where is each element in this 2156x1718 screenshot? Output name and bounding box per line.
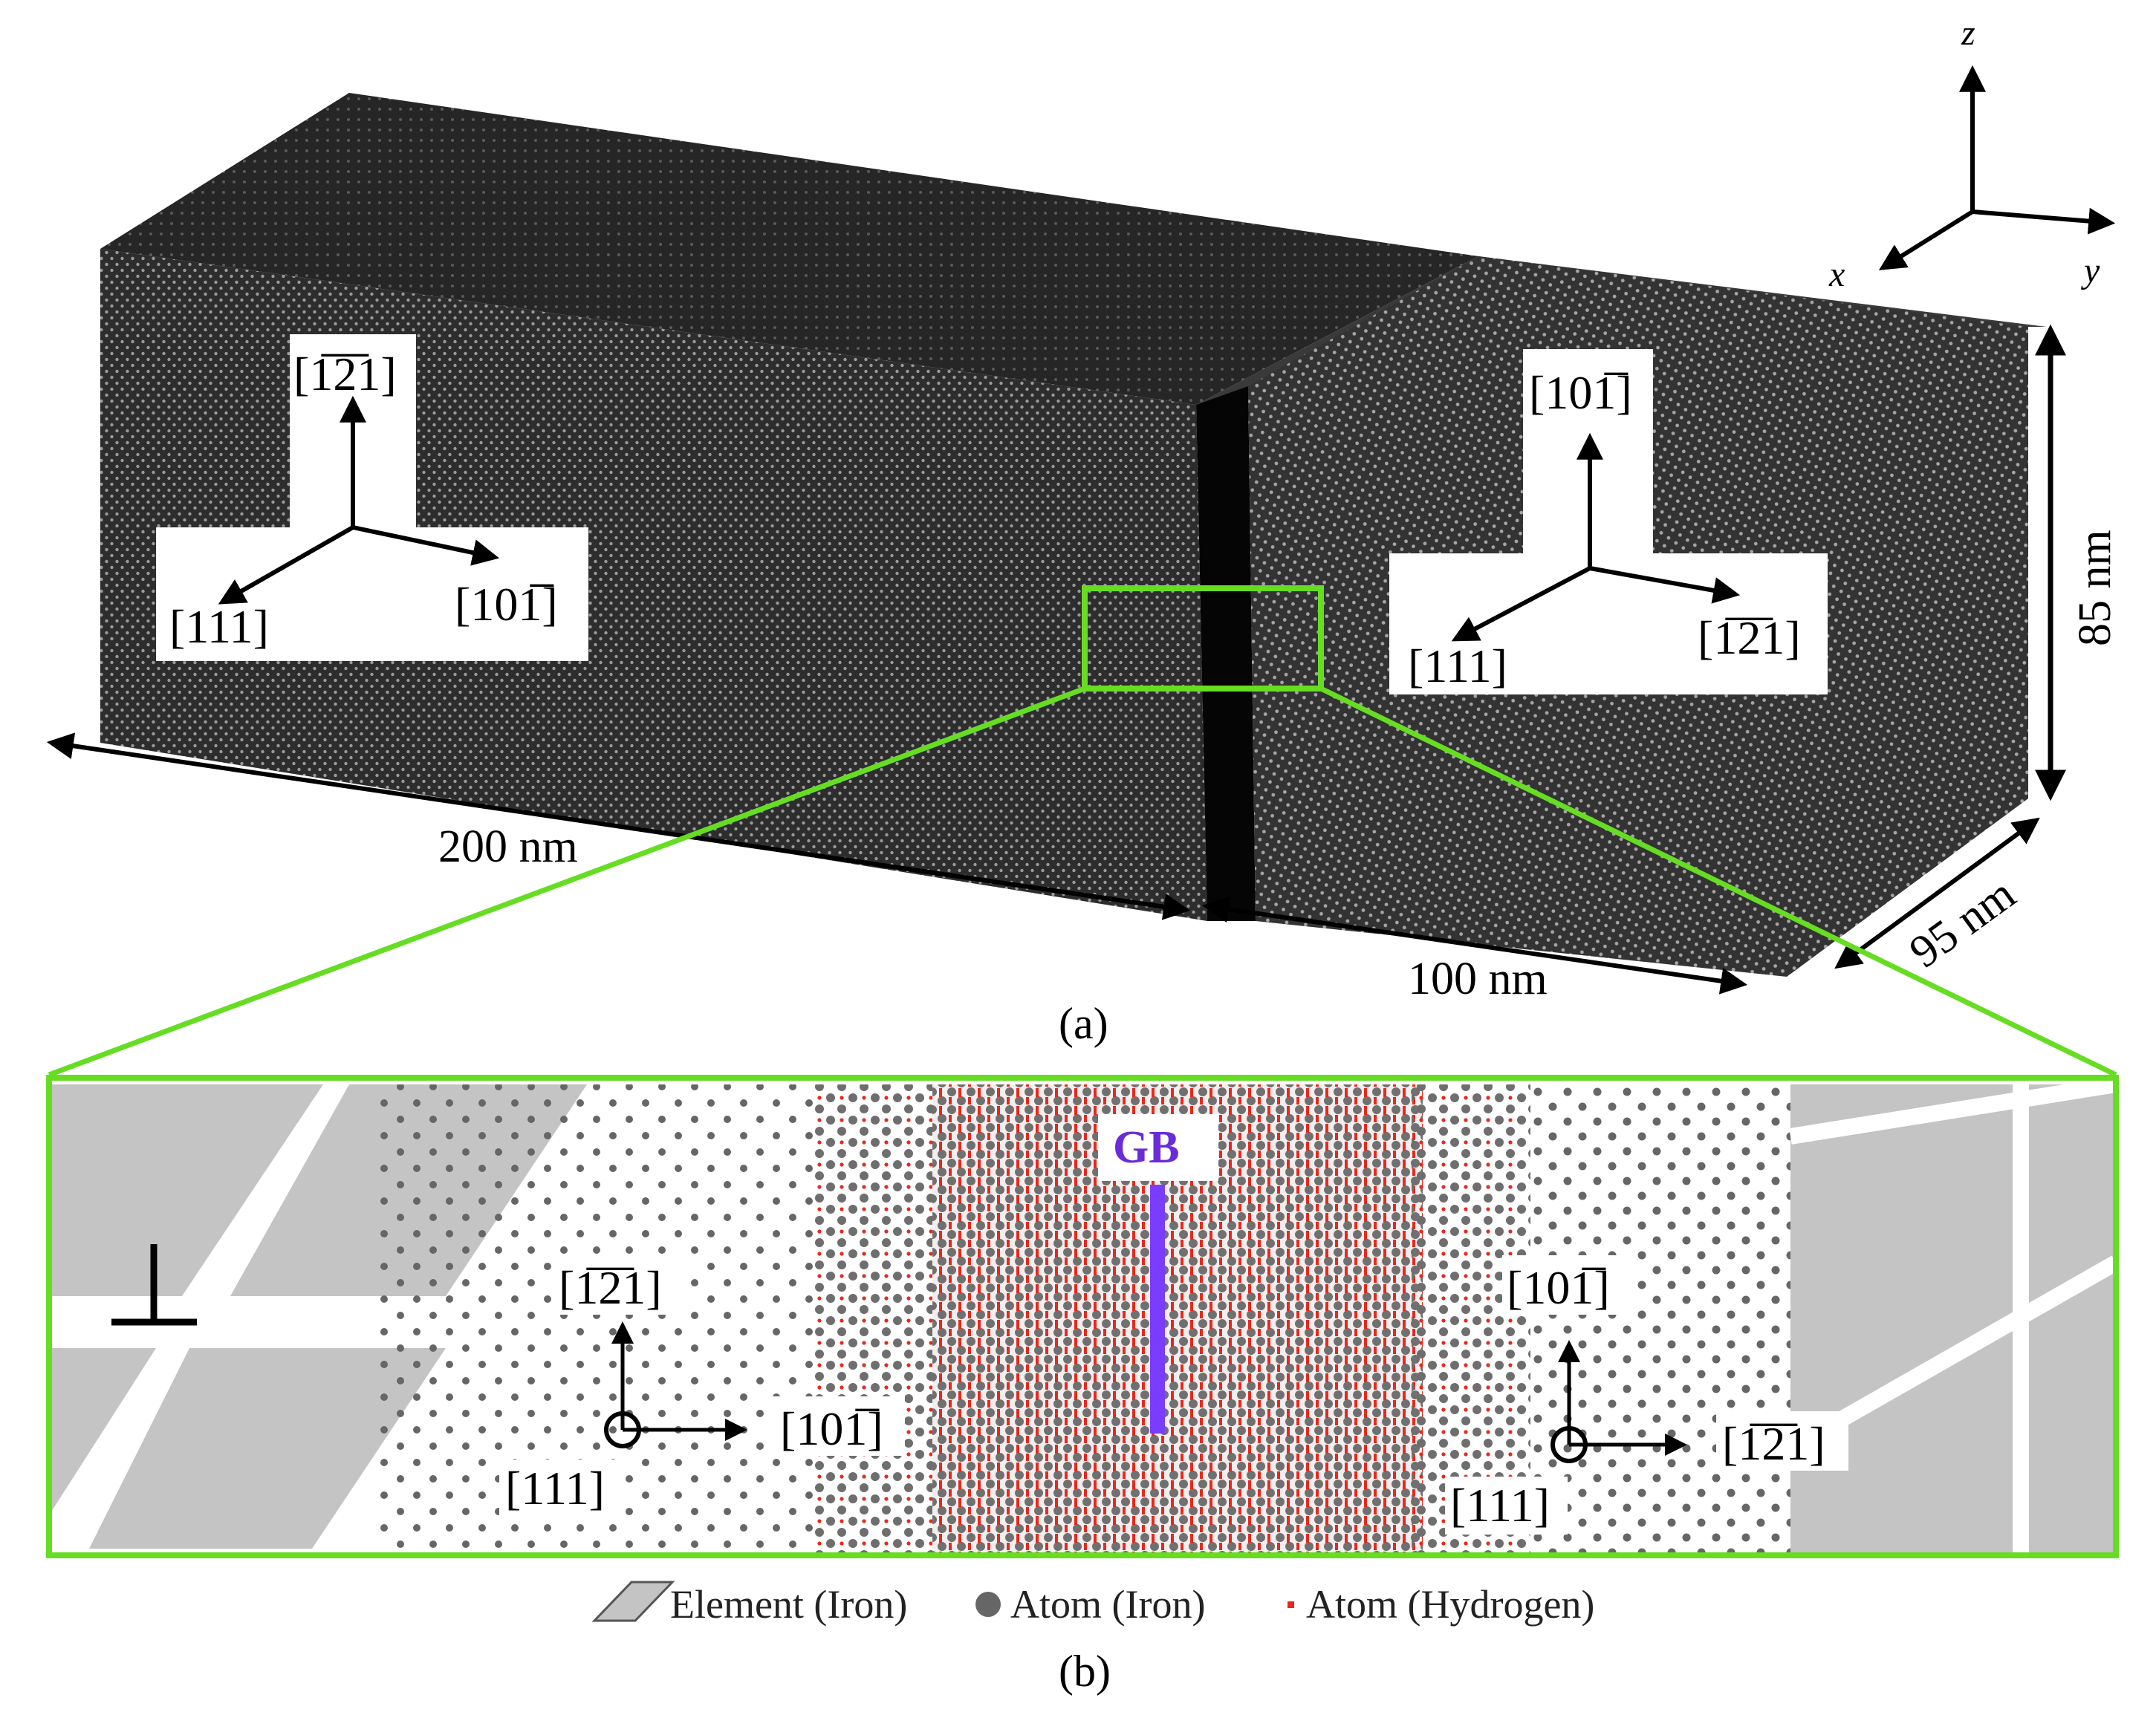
right-grain-right-label: [1̅2̅1] [1698,611,1801,664]
gb-line [1150,1185,1165,1434]
dense-atoms-right [1412,1084,1530,1552]
sparse-atoms-right [1530,1084,1790,1552]
height-label: 85 nm [2070,530,2120,646]
inset-frame [46,1075,2119,1558]
length-right-label: 100 nm [1408,954,1548,1004]
length-left-label: 200 nm [438,821,578,872]
caption-b: (b) [1059,1647,1111,1696]
highlight-box [1082,585,1324,692]
inset-left-out-label: [111] [505,1462,605,1514]
right-grain-up-label: [101̅] [1529,366,1632,419]
left-grain-up-label: [1̅2̅1] [293,348,397,400]
inset-right-out-label: [111] [1450,1479,1550,1532]
axis-x-label: x [1828,255,1845,294]
global-axes: z x y [1828,13,2116,294]
zoom-highlight [48,585,2117,1078]
inset-right-right-label: [1̅2̅1] [1722,1417,1825,1470]
right-grain-left-label: [111] [1408,640,1507,692]
right-elements [1786,1081,2116,1552]
legend-hydrogen-label: Atom (Hydrogen) [1306,1582,1594,1627]
legend-hydrogen-swatch [1288,1601,1294,1608]
depth-label: 95 nm [1900,868,2025,977]
block-top-face [100,93,1478,405]
right-grain-orientation: [101̅] [111] [1̅2̅1] [1389,349,1828,694]
axis-y-label: y [2080,251,2100,290]
gb-label: GB [1113,1122,1180,1173]
inset-panel [49,1081,2116,1552]
left-grain-right-label: [101̅] [455,578,558,631]
inset-left-axes: [1̅2̅1] [101̅] [111] [499,1255,905,1517]
grain-boundary-band [1196,386,1256,921]
legend-iron-atom-swatch [975,1592,1001,1617]
legend-element-label: Element (Iron) [670,1582,907,1627]
inset-left-up-label: [1̅2̅1] [559,1261,662,1314]
dislocation-symbol [111,1244,197,1326]
caption-a: (a) [1059,999,1108,1048]
axis-z-label: z [1961,13,1975,53]
inset-left-right-label: [101̅] [780,1402,883,1455]
legend-iron-atom-label: Atom (Iron) [1010,1582,1205,1627]
left-grain-orientation: [1̅2̅1] [111] [101̅] [156,334,588,661]
left-grain-left-label: [111] [169,600,269,653]
inset-right-axes: [101̅] [1̅2̅1] [111] [1445,1255,1848,1535]
legend: Element (Iron) Atom (Iron) Atom (Hydroge… [591,1581,1594,1627]
inset-right-up-label: [101̅] [1507,1261,1610,1314]
